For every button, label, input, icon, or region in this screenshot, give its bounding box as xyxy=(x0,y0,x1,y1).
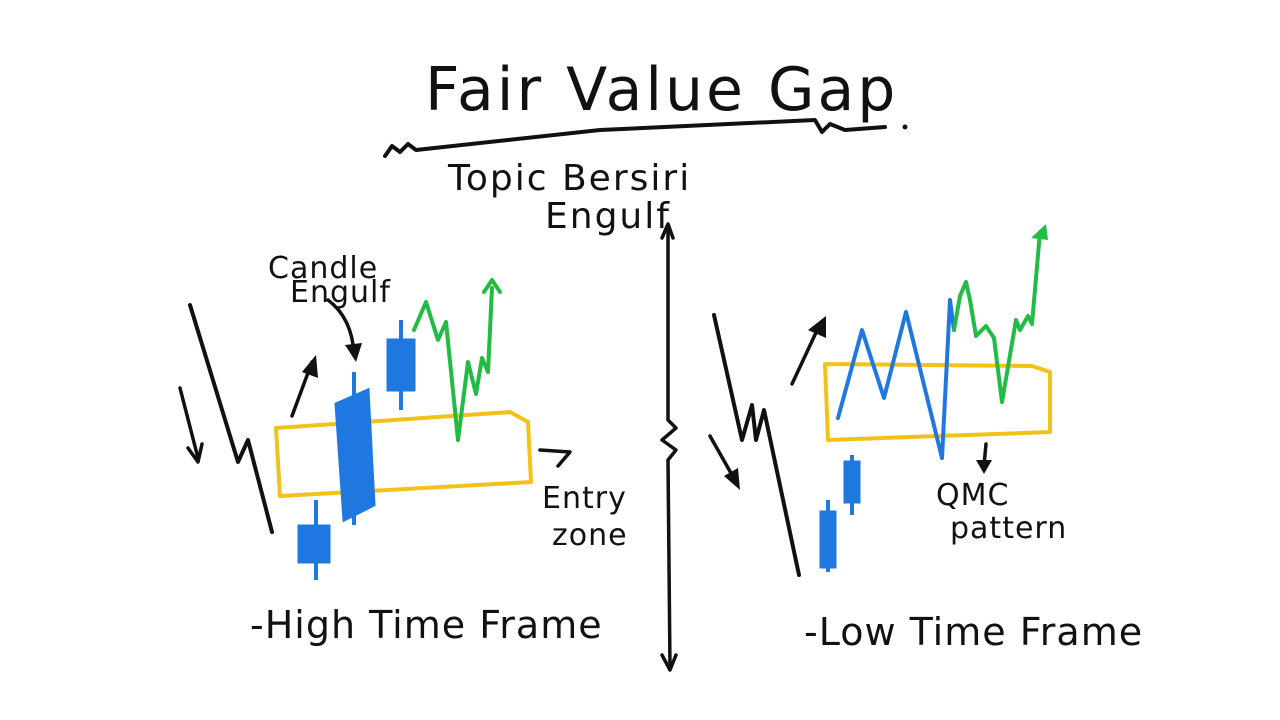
right-bull-path xyxy=(952,230,1042,404)
left-down-arrow xyxy=(178,386,200,460)
left-candles xyxy=(297,320,416,580)
title-underline xyxy=(383,118,887,158)
divider-bottom-arrowhead xyxy=(660,653,678,672)
diagram-title: Fair Value Gap xyxy=(425,55,898,125)
center-divider xyxy=(660,223,678,670)
right-entry-zone-box xyxy=(823,362,1052,442)
right-downtrend-line xyxy=(712,313,801,577)
left-up-arrowhead-icon xyxy=(302,355,318,378)
left-down-arrowhead xyxy=(186,442,204,464)
left-candle-1-body xyxy=(297,524,331,564)
right-candle-2-body xyxy=(843,460,861,504)
left-panel: Candle Engulf Entry zone -High Time Fram… xyxy=(178,251,628,647)
subtitle-line-1: Topic Bersiri xyxy=(447,158,691,199)
right-up-arrowhead-icon xyxy=(808,316,826,338)
candle-engulf-arrowhead-icon xyxy=(345,343,362,362)
left-bull-path xyxy=(412,286,494,442)
left-candle-2-body xyxy=(334,387,376,523)
left-candle-3-body xyxy=(386,338,416,392)
left-entry-zone-box xyxy=(274,410,533,498)
subtitle-line-2: Engulf xyxy=(545,196,671,237)
high-time-frame-caption: -High Time Frame xyxy=(250,603,603,647)
right-down-arrowhead-icon xyxy=(724,468,740,490)
right-bull-arrowhead-icon xyxy=(1031,224,1048,240)
left-downtrend-line xyxy=(188,303,274,534)
entry-zone-label-line-2: zone xyxy=(552,518,628,553)
divider-top-arrowhead xyxy=(660,222,675,240)
qmc-label-line-2: pattern xyxy=(950,511,1067,546)
underline-dot xyxy=(902,124,908,130)
entry-zone-label-line-1: Entry xyxy=(542,481,627,516)
right-candle-1-body xyxy=(819,510,837,569)
entry-zone-pointer xyxy=(538,448,572,468)
right-candles xyxy=(819,455,861,572)
low-time-frame-caption: -Low Time Frame xyxy=(804,610,1143,654)
right-qmc-price-path xyxy=(836,298,956,460)
candle-engulf-label-line-2: Engulf xyxy=(290,275,391,310)
qmc-arrowhead-icon xyxy=(976,460,992,474)
right-up-arrow xyxy=(790,322,822,386)
qmc-label-line-1: QMC xyxy=(936,478,1009,513)
right-panel: QMC pattern -Low Time Frame xyxy=(708,224,1143,654)
candle-engulf-label-line-1: Candle xyxy=(268,251,378,286)
left-bull-arrowhead xyxy=(482,278,502,294)
